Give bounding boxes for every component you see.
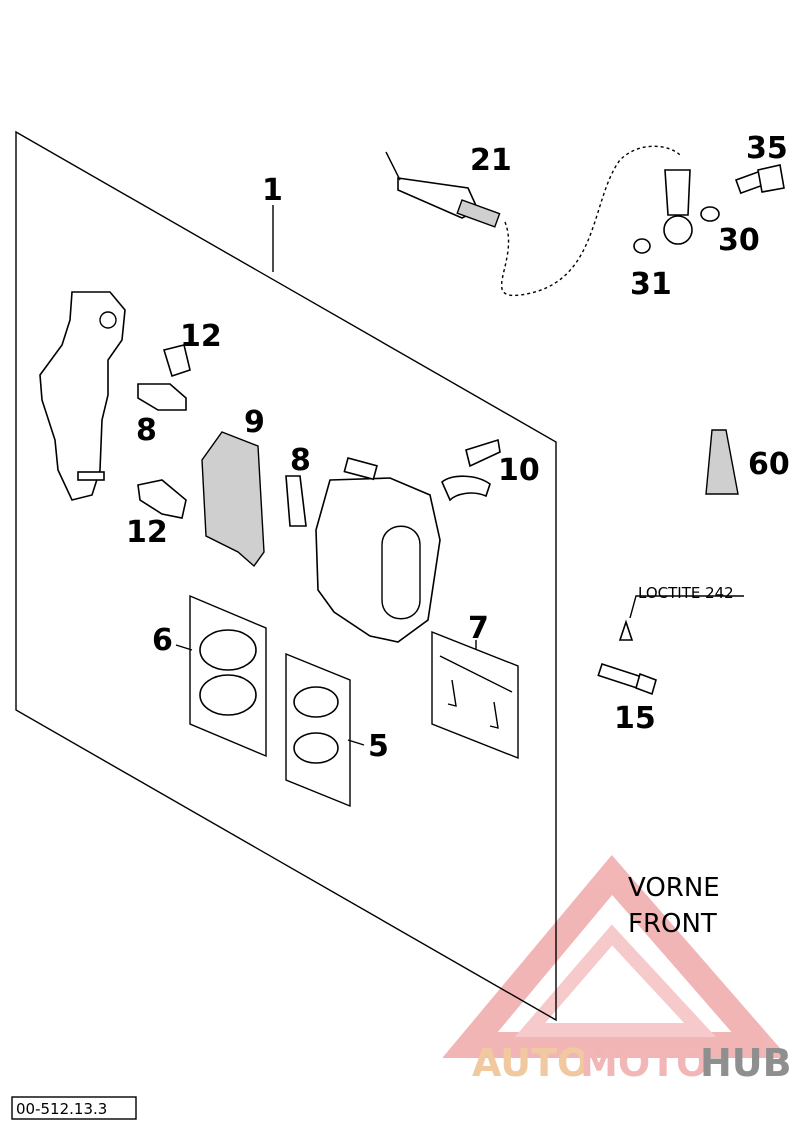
label-12-top: 12 [180,319,222,354]
label-60: 60 [748,447,790,482]
brake-caliper [315,477,441,643]
watermark-hub: HUB [700,1041,792,1085]
label-6: 6 [152,623,173,658]
bleeder-valve [465,438,501,468]
label-5: 5 [368,729,389,764]
label-8-right: 8 [290,443,311,478]
label-30: 30 [718,223,760,258]
label-15: 15 [614,701,656,736]
bolt-15 [597,595,744,696]
reference-number: 00-512.13.3 [16,1100,107,1118]
label-1: 1 [262,173,283,208]
watermark-moto: MOTO [580,1041,708,1085]
pad-spring-right [285,475,307,527]
assembly-panel [15,130,557,1022]
label-35: 35 [746,131,788,166]
watermark-auto: AUTO [472,1041,589,1085]
seals-group [285,652,365,808]
washer-31 [633,238,651,254]
label-31: 31 [630,267,672,302]
watermark-logo [442,854,789,1058]
label-21: 21 [470,143,512,178]
label-9: 9 [244,405,265,440]
label-7: 7 [468,611,489,646]
direction-front: FRONT [628,909,717,939]
cap-60 [705,429,739,495]
pad-spring-left [137,383,187,411]
bushing-bottom [137,479,187,519]
bushing-top [162,344,191,378]
washer-30 [700,206,720,222]
pistons-group [175,594,267,758]
banjo-bolt [734,164,785,195]
pin-kit-group [431,630,519,760]
label-8-left: 8 [136,413,157,448]
label-10: 10 [498,453,540,488]
label-12-bottom: 12 [126,515,168,550]
brake-hose [385,145,693,297]
caliper-bracket [39,291,126,501]
direction-vorne: VORNE [628,873,720,903]
loctite-label: LOCTITE 242 [638,584,734,602]
brake-pad [201,431,265,568]
reference-box [11,1096,137,1120]
